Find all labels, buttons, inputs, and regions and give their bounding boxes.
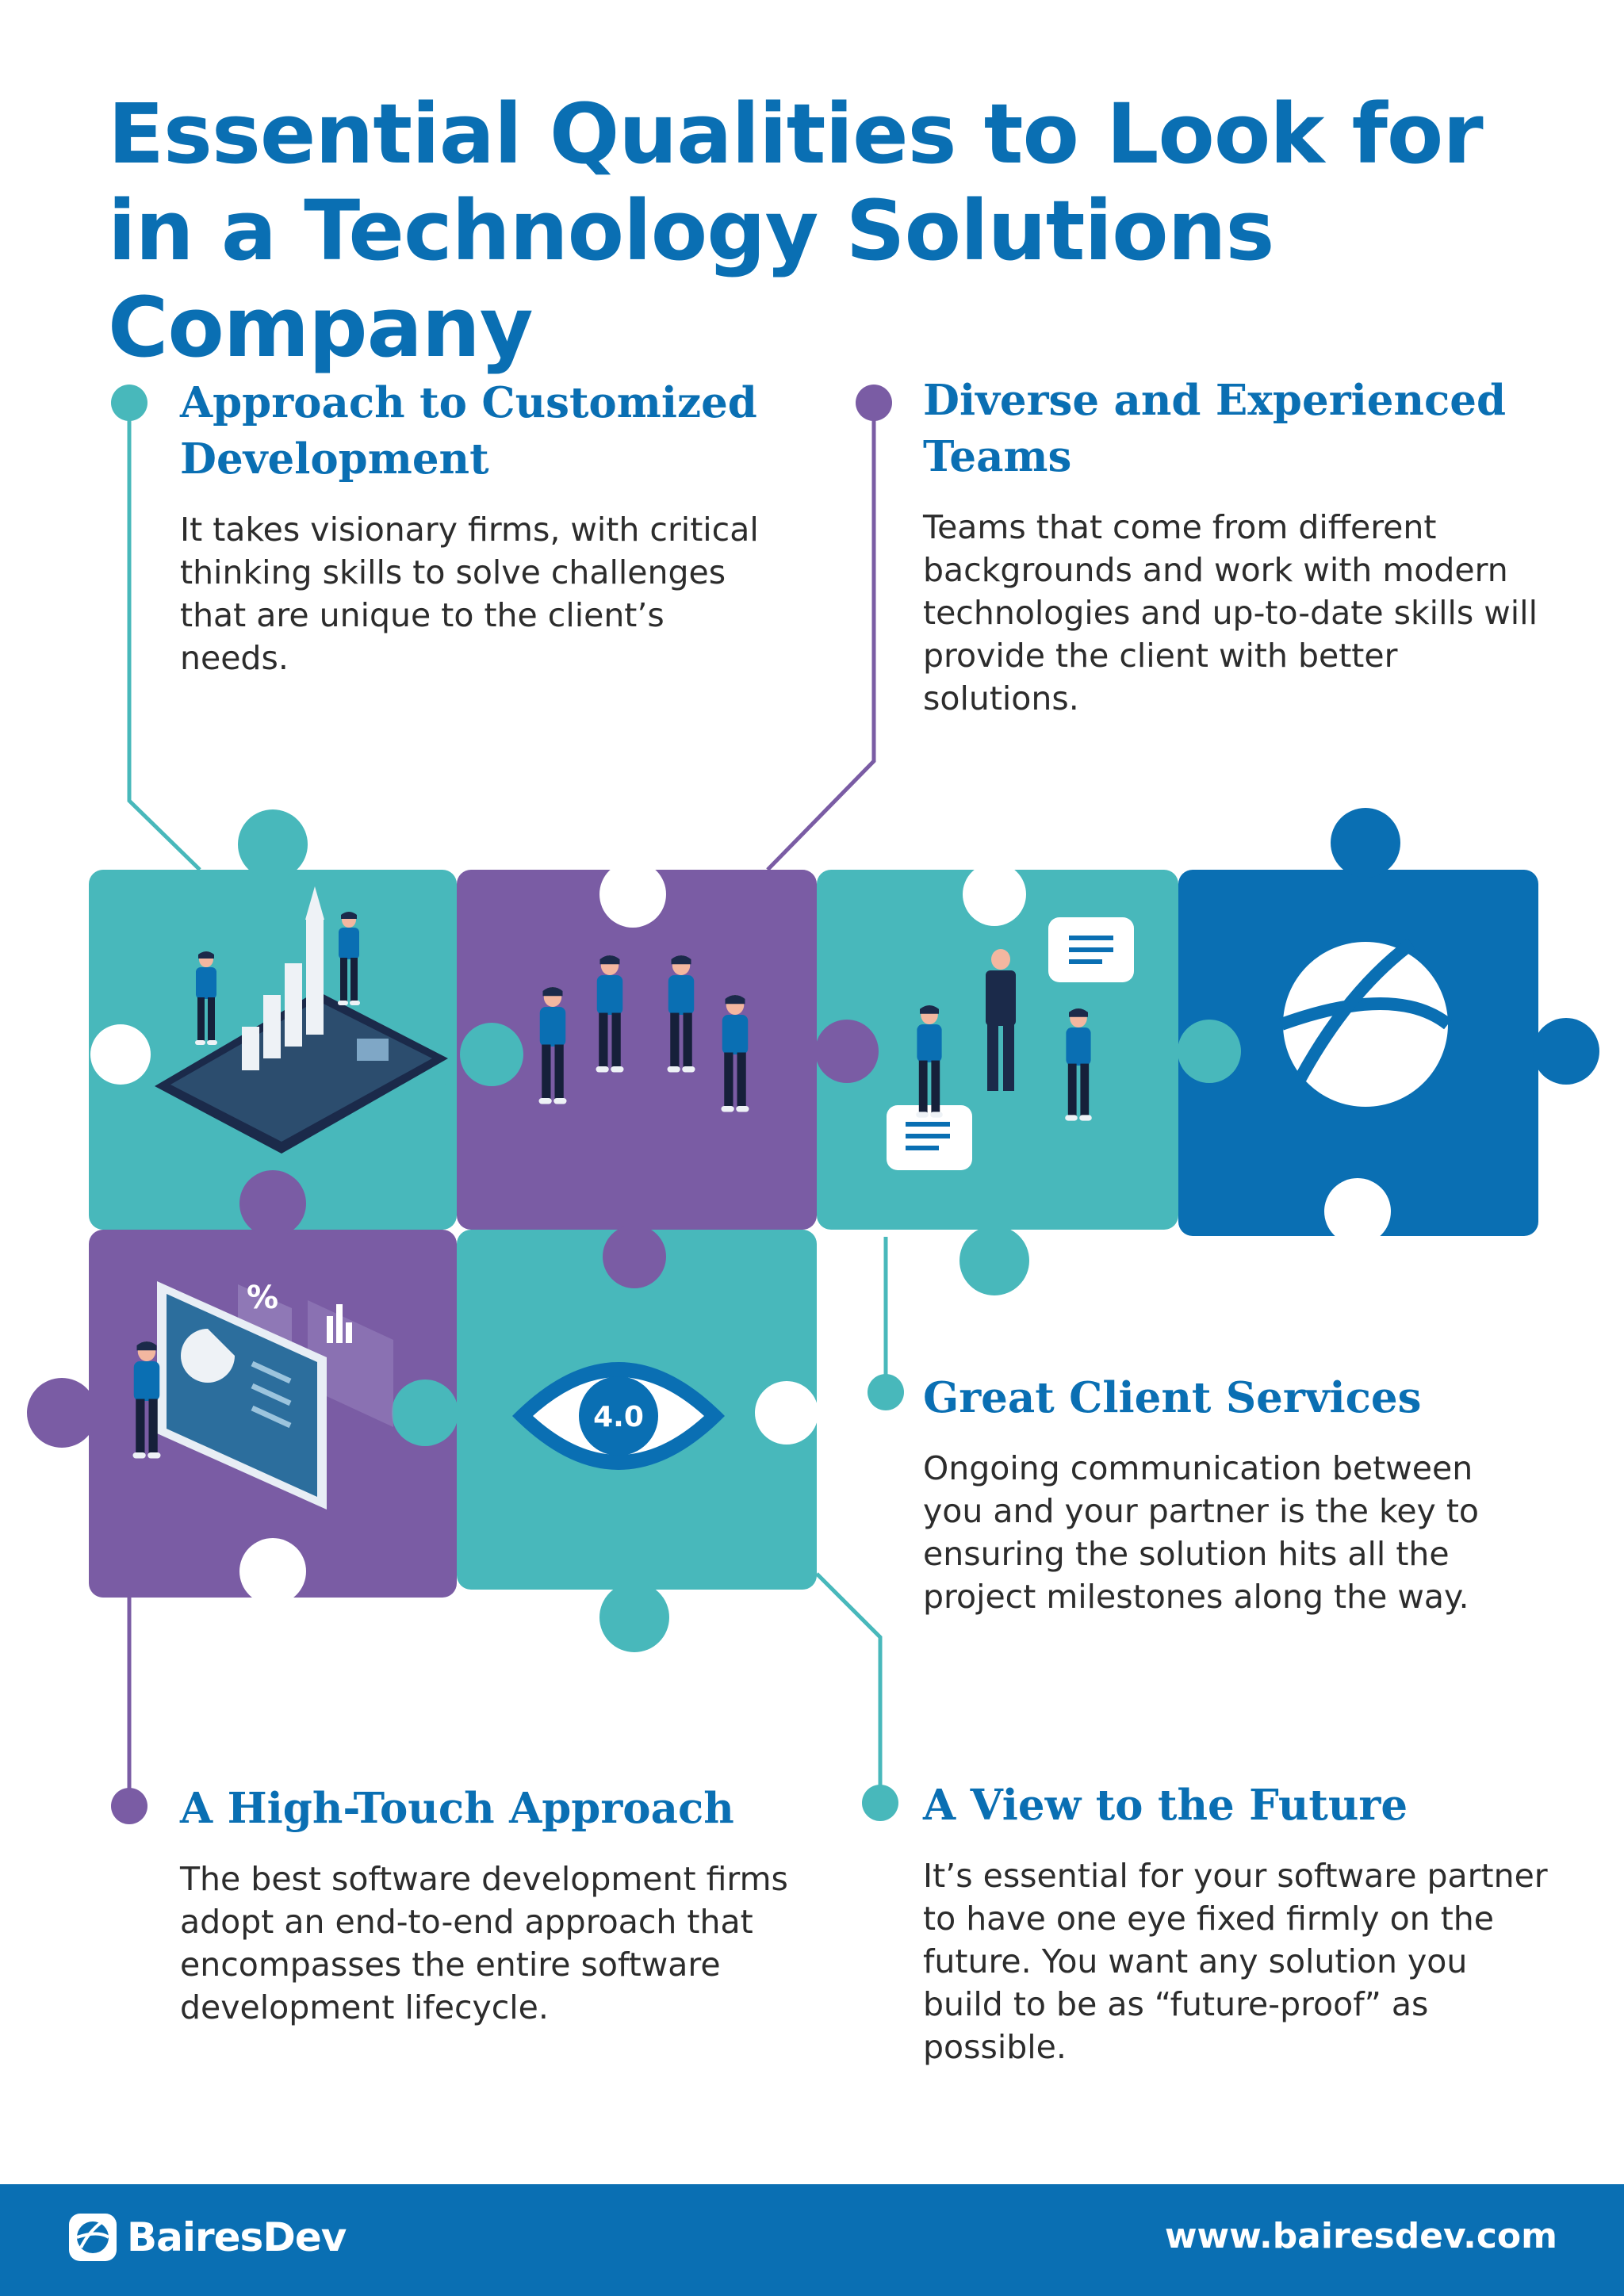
- dot-view-future: [862, 1785, 898, 1821]
- section-heading: Great Client Services: [923, 1373, 1422, 1422]
- percent-label: %: [247, 1280, 278, 1316]
- brand-name: BairesDev: [127, 2214, 347, 2260]
- chart-tablet-illustration: [155, 886, 448, 1154]
- section-diverse-teams: Diverse and Experienced Teams Teams that…: [923, 373, 1557, 720]
- page-title: Essential Qualities to Look for in a Tec…: [108, 86, 1484, 376]
- section-body: Ongoing communication between you and yo…: [923, 1449, 1480, 1616]
- section-body: The best software development firms adop…: [180, 1860, 788, 2026]
- dot-diverse-teams: [856, 385, 892, 421]
- section-view-future: A View to the Future It’s essential for …: [923, 1777, 1557, 2068]
- bairesdev-logo-icon: [1279, 938, 1452, 1107]
- section-heading: A High-Touch Approach: [180, 1784, 734, 1833]
- dot-customized-development: [111, 385, 147, 421]
- section-body: It takes visionary firms, with critical …: [180, 511, 759, 677]
- dot-client-services: [868, 1374, 904, 1410]
- eye-label: 4.0: [593, 1401, 644, 1433]
- footer-logo[interactable]: BairesDev: [67, 2210, 347, 2265]
- meeting-illustration: [887, 917, 1134, 1170]
- dot-high-touch: [111, 1788, 147, 1824]
- footer: BairesDev www.bairesdev.com: [0, 2184, 1624, 2296]
- bairesdev-footer-logo-icon: [69, 2214, 117, 2261]
- section-customized-development: Approach to Customized Development It ta…: [180, 375, 783, 679]
- presentation-illustration: %: [132, 1280, 393, 1510]
- eye-icon: 4.0: [512, 1362, 725, 1470]
- section-heading: Diverse and Experienced Teams: [923, 376, 1507, 481]
- section-heading: Approach to Customized Development: [180, 378, 757, 484]
- section-client-services: Great Client Services Ongoing communicat…: [923, 1370, 1542, 1618]
- website-link[interactable]: www.bairesdev.com: [1164, 2216, 1557, 2256]
- section-body: It’s essential for your software partner…: [923, 1857, 1548, 2066]
- timeline-dots: [111, 385, 904, 1824]
- puzzle-piece-purple-1: [457, 861, 880, 1288]
- section-body: Teams that come from different backgroun…: [923, 508, 1538, 718]
- section-heading: A View to the Future: [923, 1781, 1408, 1830]
- section-high-touch: A High-Touch Approach The best software …: [180, 1781, 814, 2029]
